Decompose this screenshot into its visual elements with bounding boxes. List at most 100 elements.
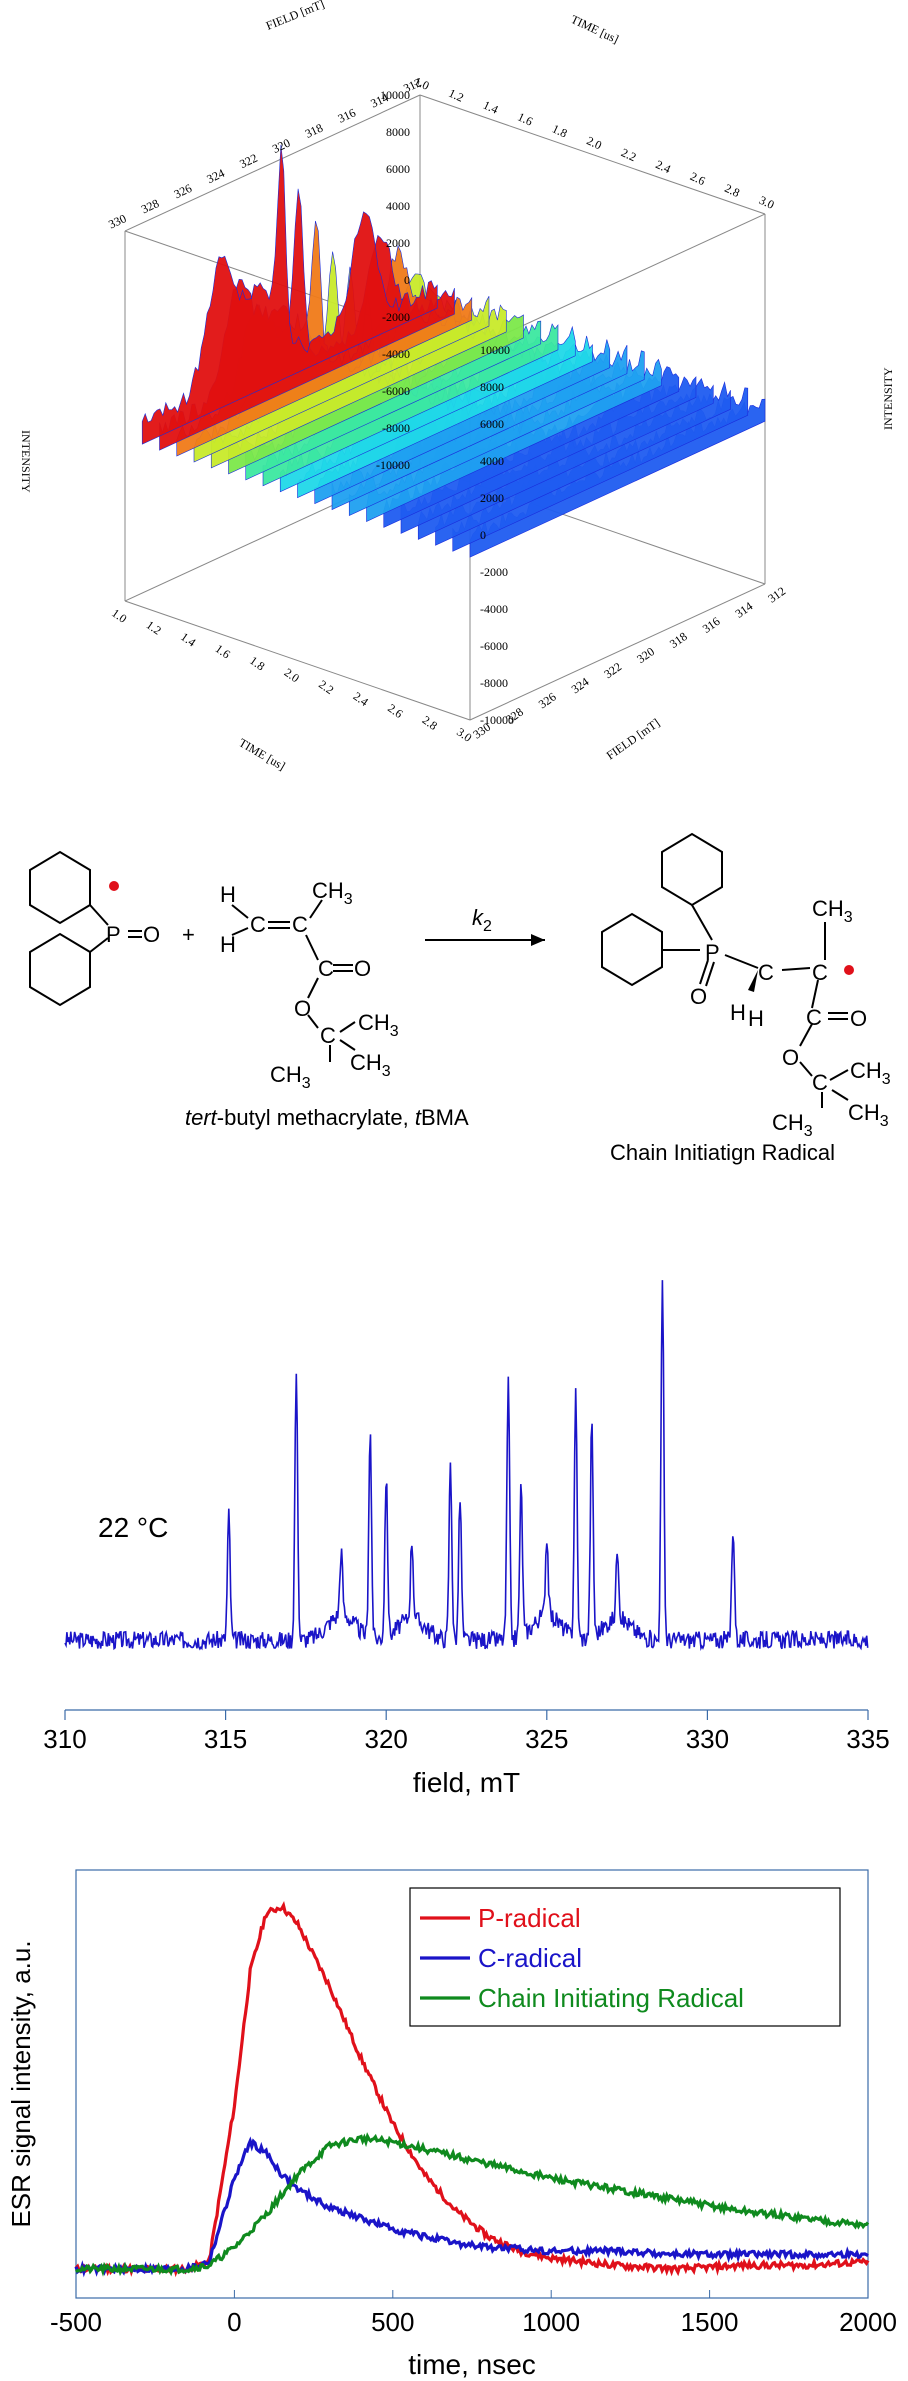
tick-label: -4000 bbox=[480, 602, 508, 616]
surface-strip bbox=[141, 144, 438, 445]
x-tick-label: 325 bbox=[525, 1724, 568, 1754]
tick-label: 326 bbox=[172, 181, 194, 201]
tick-label: -4000 bbox=[382, 347, 410, 361]
axis-label: INTENSITY bbox=[19, 430, 33, 493]
reactant-caption: tert-butyl methacrylate, tBMA bbox=[185, 1105, 469, 1130]
tick-label: 1.4 bbox=[178, 629, 198, 649]
axis-label: TIME [us] bbox=[237, 735, 288, 773]
tick-label: 314 bbox=[368, 90, 390, 110]
x-tick-label: 310 bbox=[43, 1724, 86, 1754]
tick-label: -2000 bbox=[480, 565, 508, 579]
tick-label: 2.6 bbox=[385, 701, 405, 721]
tick-label: 320 bbox=[634, 644, 657, 666]
product-phenyl-ring-2 bbox=[601, 912, 663, 987]
atom-label: O bbox=[294, 996, 311, 1021]
group-label: CH3 bbox=[772, 1110, 813, 1140]
tick-label: 326 bbox=[536, 690, 559, 712]
atom-label: C bbox=[806, 1005, 822, 1030]
tick-label: 2.4 bbox=[653, 157, 673, 176]
tick-label: 4000 bbox=[480, 454, 504, 468]
legend-box bbox=[409, 1887, 841, 2027]
atom-label: C bbox=[812, 960, 828, 985]
tick-label: 318 bbox=[667, 629, 690, 651]
tick-label: 1.2 bbox=[144, 618, 164, 638]
plot-frame bbox=[75, 1869, 869, 2299]
tick-label: -6000 bbox=[480, 639, 508, 653]
tick-label: 1.6 bbox=[515, 110, 535, 129]
atom-label: C bbox=[250, 912, 266, 937]
y-axis-title: ESR signal intensity, a.u. bbox=[6, 1940, 36, 2227]
tick-label: 2.8 bbox=[722, 181, 742, 200]
tick-label: 1.2 bbox=[446, 86, 466, 105]
x-tick-label: -500 bbox=[50, 2307, 102, 2337]
tick-label: 312 bbox=[401, 75, 423, 95]
atom-label: H bbox=[220, 882, 236, 907]
reaction-scheme: P O + H H C C CH3 C O O C CH3 CH3 CH3 k2… bbox=[29, 832, 891, 1165]
phenyl-ring-1 bbox=[29, 850, 91, 925]
group-label: CH3 bbox=[812, 896, 853, 926]
radical-dot-C bbox=[844, 965, 854, 975]
atom-label: P bbox=[705, 940, 720, 965]
tick-label: -8000 bbox=[480, 676, 508, 690]
tick-label: 8000 bbox=[386, 125, 410, 139]
atom-label: C bbox=[320, 1023, 336, 1048]
atom-label: H bbox=[220, 932, 236, 957]
axis-label: FIELD [mT] bbox=[264, 0, 326, 33]
x-tick-label: 1000 bbox=[522, 2307, 580, 2337]
atom-label: H bbox=[748, 1006, 764, 1031]
atom-label: O bbox=[850, 1006, 867, 1031]
atom-label: P bbox=[106, 922, 121, 947]
tick-label: 3.0 bbox=[454, 725, 474, 745]
tick-label: 10000 bbox=[380, 88, 410, 102]
tick-label: 1.8 bbox=[247, 653, 267, 673]
spectrum-line bbox=[64, 1280, 869, 1652]
tick-label: 2000 bbox=[386, 236, 410, 250]
atom-label: C bbox=[812, 1070, 828, 1095]
group-label: CH3 bbox=[312, 878, 353, 908]
series-line bbox=[74, 2132, 870, 2277]
temperature-annotation: 22 °C bbox=[98, 1512, 168, 1543]
tick-label: 320 bbox=[270, 136, 292, 156]
product-caption: Chain Initiatign Radical bbox=[610, 1140, 835, 1165]
tick-label: 2.6 bbox=[688, 169, 708, 188]
atom-label: O bbox=[354, 956, 371, 981]
tick-label: 2.8 bbox=[420, 713, 440, 733]
tick-label: 0 bbox=[480, 528, 486, 542]
tick-label: 2.2 bbox=[316, 677, 336, 697]
surface-plot-panel: 10000 8000 6000 4000 2000 0 -2000 -4000 -6000 -80… bbox=[0, 0, 908, 800]
axis-label: FIELD [mT] bbox=[604, 716, 663, 763]
tick-label: 322 bbox=[237, 151, 259, 171]
legend-label: P-radical bbox=[478, 1903, 581, 1933]
atom-label: H bbox=[730, 1000, 746, 1025]
x-tick-label: 320 bbox=[365, 1724, 408, 1754]
tick-label: 1.6 bbox=[213, 641, 233, 661]
tick-label: 6000 bbox=[480, 417, 504, 431]
atom-label: C bbox=[292, 912, 308, 937]
tick-label: -6000 bbox=[382, 384, 410, 398]
legend-label: Chain Initiating Radical bbox=[478, 1983, 744, 2013]
tick-label: 330 bbox=[106, 211, 128, 231]
axis-label: INTENSITY bbox=[881, 367, 895, 430]
tick-label: 2.0 bbox=[584, 133, 604, 152]
x-tick-label: 335 bbox=[846, 1724, 889, 1754]
tick-label: 2.2 bbox=[619, 145, 639, 164]
tick-label: 10000 bbox=[480, 343, 510, 357]
tick-label: 4000 bbox=[386, 199, 410, 213]
tick-label: 312 bbox=[765, 584, 788, 606]
tick-label: 2000 bbox=[480, 491, 504, 505]
tick-label: -10000 bbox=[480, 713, 514, 727]
atom-label: C bbox=[758, 960, 774, 985]
tick-label: 0 bbox=[404, 273, 410, 287]
surface-plot: 10000 8000 6000 4000 2000 0 -2000 -4000 -6000 -80… bbox=[19, 0, 895, 773]
group-label: CH3 bbox=[358, 1010, 399, 1040]
plus-sign: + bbox=[182, 922, 195, 947]
tick-label: 8000 bbox=[480, 380, 504, 394]
tick-label: 318 bbox=[303, 121, 325, 141]
atom-label: O bbox=[690, 984, 707, 1009]
tick-label: 1.4 bbox=[481, 98, 501, 117]
x-tick-label: 315 bbox=[204, 1724, 247, 1754]
tick-label: 1.0 bbox=[109, 606, 129, 626]
tick-label: 3.0 bbox=[757, 193, 777, 212]
